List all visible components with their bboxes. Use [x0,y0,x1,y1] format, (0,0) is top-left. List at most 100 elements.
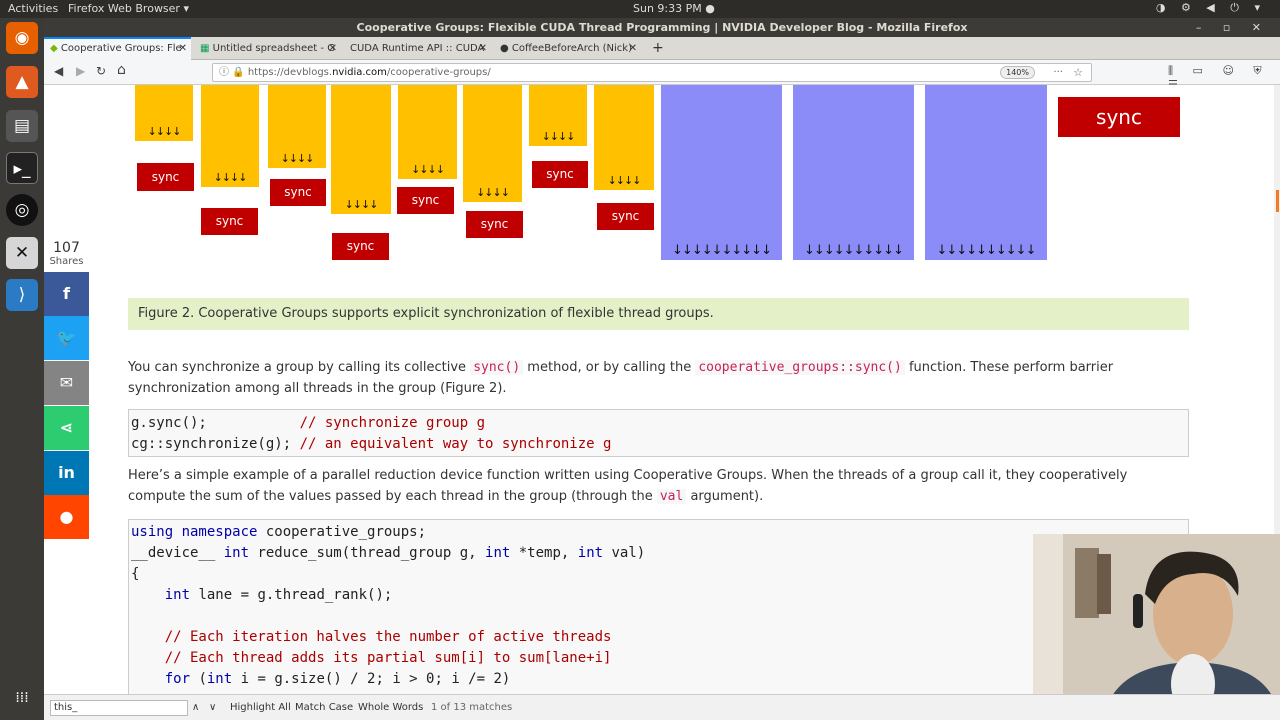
thread-group-block: ↓↓↓↓ [331,85,391,214]
thread-group-block: ↓↓↓↓ [594,85,654,190]
window-title: Cooperative Groups: Flexible CUDA Thread… [356,21,968,34]
page-scrollbar[interactable] [1274,85,1280,694]
xilinx-icon[interactable]: ✕ [6,237,38,269]
arrows-icon: ↓↓↓↓ [280,152,315,165]
code-comment: // an equivalent way to synchronize g [299,436,612,452]
app-launcher: ◉ ▲ ▤ ▸_ ◎ ✕ ⟩ ⁞⁞⁞ [0,18,44,720]
reddit-icon: ● [59,507,74,526]
bookmark-star-icon[interactable]: ☆ [1073,66,1083,79]
find-next-button[interactable]: ∨ [209,702,217,713]
code-text: cg::synchronize(g); [131,436,300,452]
match-case-toggle[interactable]: Match Case [295,702,354,713]
find-previous-button[interactable]: ∧ [192,702,200,713]
thread-group-block: ↓↓↓↓ [268,85,326,168]
code-comment: // synchronize group g [299,415,486,431]
arrows-icon: ↓↓↓↓ [541,130,576,143]
reddit-share-button[interactable]: ● [44,495,89,539]
arrows-icon: ↓↓↓↓↓↓↓↓↓↓ [672,243,772,258]
system-tray-icons[interactable]: ◑ ⚙ ◀ ⏻ ▾ [1155,1,1266,14]
linkedin-share-button[interactable]: in [44,451,89,495]
scrollbar-thumb[interactable] [1276,190,1279,212]
whole-words-toggle[interactable]: Whole Words [358,702,424,713]
generic-share-button[interactable]: ⋖ [44,406,89,450]
share-count-label: Shares [49,256,84,267]
webcam-overlay [1033,534,1280,720]
new-tab-button[interactable]: + [652,40,664,56]
close-tab-icon[interactable]: ✕ [178,43,187,54]
find-input[interactable]: this_ [50,700,188,716]
terminal-icon[interactable]: ▸_ [6,152,38,184]
github-favicon-icon: ● [500,43,512,54]
facebook-icon: f [63,284,70,303]
arrows-icon: ↓↓↓↓ [411,163,445,176]
show-apps-icon[interactable]: ⁞⁞⁞ [15,690,29,706]
twitter-icon: 🐦 [56,328,77,347]
code-text: lane = g.thread_rank(); [190,587,393,603]
code-keyword: int [206,671,233,687]
thread-block-large: ↓↓↓↓↓↓↓↓↓↓ [793,85,914,260]
tab-github[interactable]: ● CoffeeBeforeArch (Nick)✕ [494,37,641,60]
code-text: g.sync(); [131,415,300,431]
close-tab-icon[interactable]: ✕ [328,43,337,54]
back-button[interactable]: ◀ [54,64,64,78]
text: argument). [686,489,764,504]
sync-label: sync [137,163,194,191]
code-text: { [131,566,140,582]
firefox-icon[interactable]: ◉ [6,22,38,54]
facebook-share-button[interactable]: f [44,272,89,316]
url-path: /cooperative-groups/ [386,67,491,78]
files-icon[interactable]: ▤ [6,110,38,142]
code-block-sync[interactable]: g.sync(); // synchronize group g cg::syn… [128,409,1189,457]
code-text: cooperative_groups; [257,524,427,540]
sync-label: sync [332,233,389,260]
code-text: __device__ [131,545,224,561]
system-top-bar: Activities Firefox Web Browser ▾ Sun 9:3… [0,0,1280,18]
navigation-toolbar: ◀ ▶ ↻ ⌂ ⓘ 🔒 https://devblogs.nvidia.com/… [44,60,1280,91]
code-block-reduce-sum[interactable]: using namespace cooperative_groups; __de… [128,519,1189,694]
thread-block-large: ↓↓↓↓↓↓↓↓↓↓ [925,85,1047,260]
address-bar[interactable]: ⓘ 🔒 https://devblogs.nvidia.com/cooperat… [212,63,1092,82]
arrows-icon: ↓↓↓↓ [607,174,642,187]
highlight-all-toggle[interactable]: Highlight All [230,702,291,713]
arrows-icon: ↓↓↓↓ [344,198,379,211]
text: Here’s a simple example of a parallel re… [128,468,1128,504]
vscode-icon[interactable]: ⟩ [6,279,38,311]
thread-group-block: ↓↓↓↓ [201,85,259,187]
zoom-indicator[interactable]: 140% [1000,66,1035,79]
twitter-share-button[interactable]: 🐦 [44,316,89,360]
reload-button[interactable]: ↻ [96,64,107,78]
info-icon[interactable]: ⓘ 🔒 [219,67,248,78]
close-tab-icon[interactable]: ✕ [478,43,487,54]
tab-cuda-runtime[interactable]: CUDA Runtime API :: CUDA✕ [344,37,491,60]
code-comment: // Each thread adds its partial sum[i] t… [131,650,612,666]
forward-button[interactable]: ▶ [76,64,86,78]
window-controls[interactable]: – ▫ ✕ [1195,21,1270,34]
tab-strip: ◆ Cooperative Groups: Fle✕ ▦ Untitled sp… [44,37,1280,60]
sync-label: sync [597,203,654,230]
nvidia-favicon-icon: ◆ [50,43,61,54]
text: function. These perform barrier synchron… [128,360,1114,396]
page-content: ↓↓↓↓ ↓↓↓↓ ↓↓↓↓ ↓↓↓↓ ↓↓↓↓ ↓↓↓↓ ↓↓↓↓ ↓↓↓↓ … [44,85,1274,694]
email-share-button[interactable]: ✉ [44,361,89,405]
inline-code: cooperative_groups::sync() [695,360,905,375]
page-actions-icon[interactable]: ··· [1053,67,1063,78]
toolbar-right-icons[interactable]: ⫼ ▭ ☺ ⛨ ☰ [1168,64,1270,91]
clock[interactable]: Sun 9:33 PM ● [633,2,715,15]
tab-spreadsheet[interactable]: ▦ Untitled spreadsheet - G✕ [194,37,341,60]
linkedin-icon: in [58,463,75,482]
activities-button[interactable]: Activities [8,2,59,15]
code-text: reduce_sum(thread_group g, [249,545,486,561]
app-menu[interactable]: Firefox Web Browser ▾ [68,2,189,15]
code-keyword: int [577,545,604,561]
code-keyword: for [131,671,191,687]
find-bar: this_ ∧ ∨ Highlight All Match Case Whole… [44,694,1280,720]
tab-cooperative-groups[interactable]: ◆ Cooperative Groups: Fle✕ [44,37,191,60]
arrows-icon: ↓↓↓↓↓↓↓↓↓↓ [804,243,904,258]
figure-caption: Figure 2. Cooperative Groups supports ex… [128,298,1189,330]
software-center-icon[interactable]: ▲ [6,66,38,98]
close-tab-icon[interactable]: ✕ [628,43,637,54]
share-count: 107 Shares [44,240,89,267]
home-button[interactable]: ⌂ [117,62,126,78]
tab-label: CoffeeBeforeArch (Nick) [511,43,632,54]
obs-icon[interactable]: ◎ [6,194,38,226]
